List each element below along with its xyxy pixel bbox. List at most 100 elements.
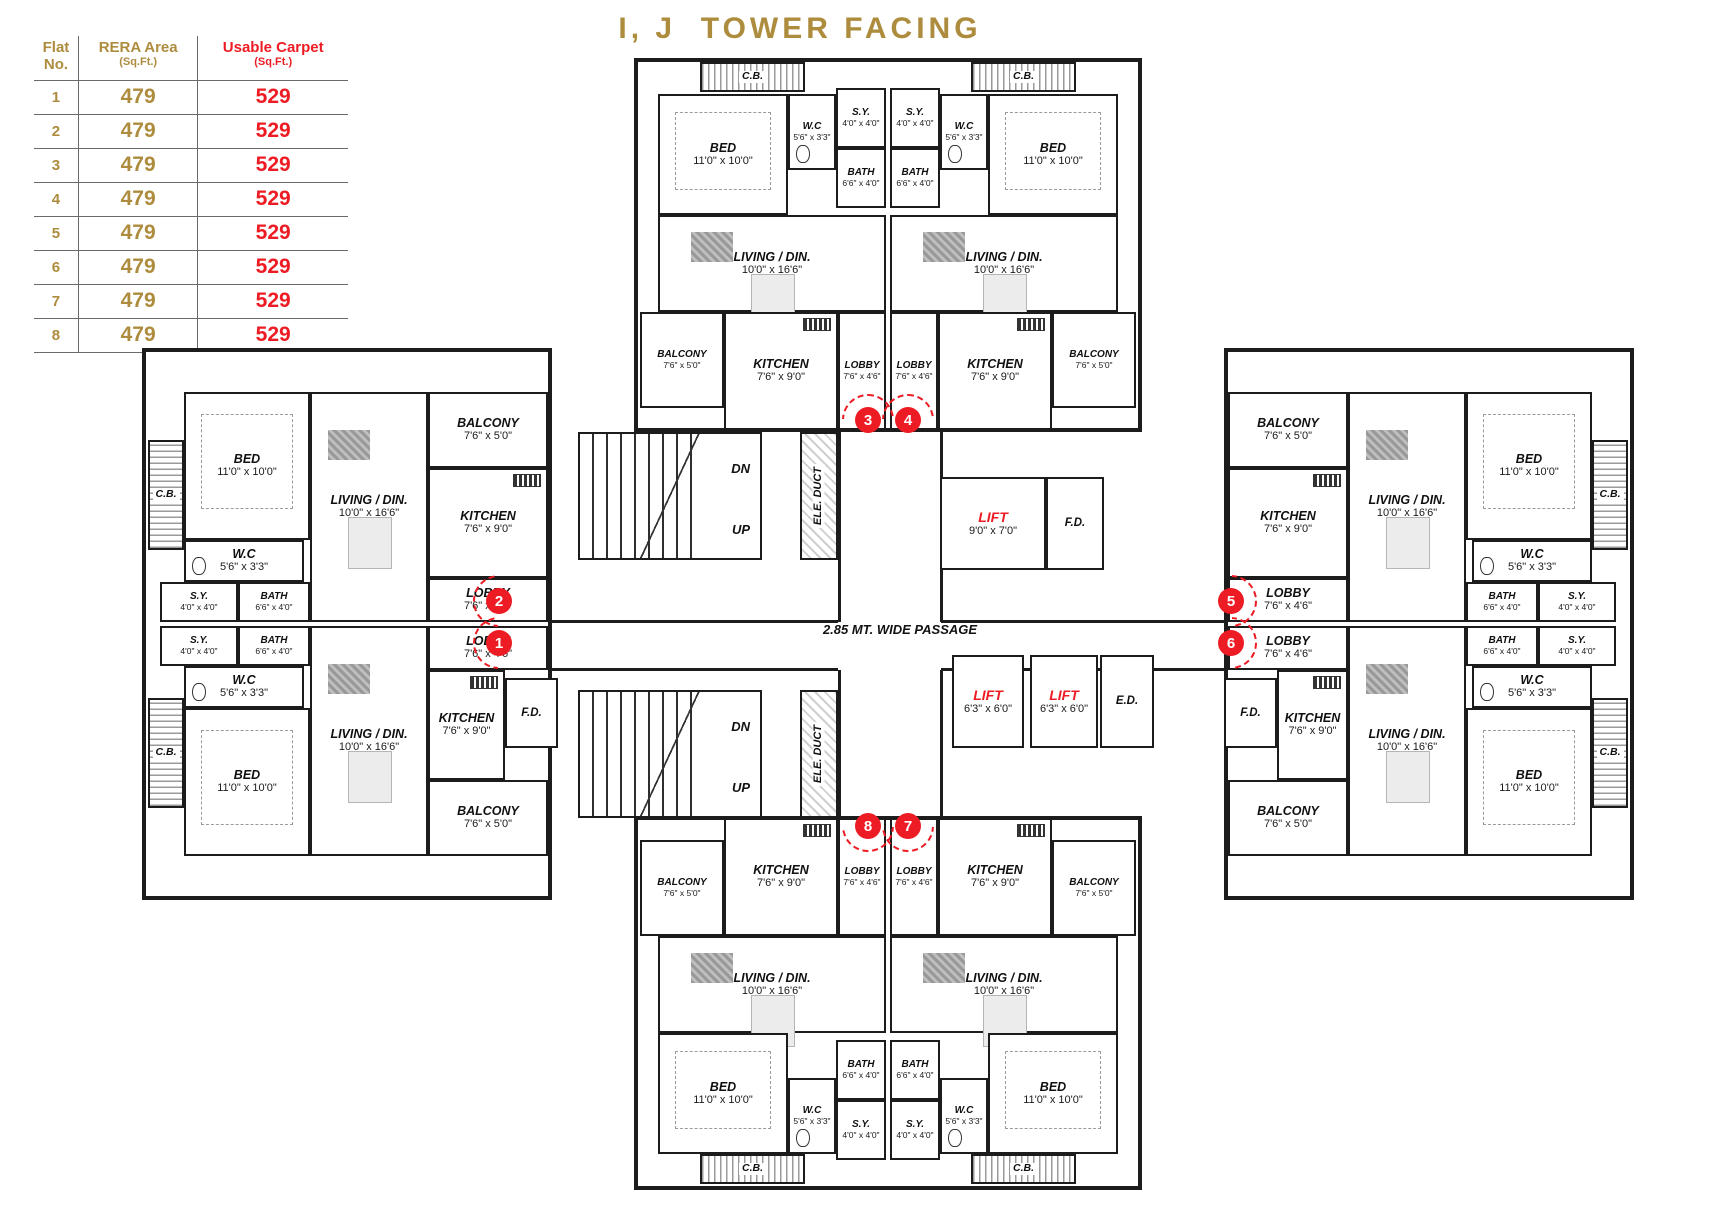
room-name: F.D.	[1240, 706, 1261, 719]
cell-rera: 479	[77, 182, 198, 217]
room-name: BALCONY	[1257, 416, 1319, 431]
bed-icon	[675, 112, 771, 190]
room-dimension: 4'0" x 4'0"	[896, 1130, 934, 1141]
bed-icon	[1005, 1051, 1101, 1129]
room-dimension: 7'6" x 5'0"	[663, 360, 701, 371]
cell-flat: 5	[34, 216, 79, 251]
room-name: LIVING / DIN.	[330, 493, 408, 508]
room-dimension: 5'6" x 3'3"	[793, 132, 831, 143]
cell-flat: 2	[34, 114, 79, 149]
toilet-icon	[1480, 557, 1494, 575]
room-name: LIVING / DIN.	[1368, 727, 1446, 742]
flat-marker-2: 2	[486, 588, 512, 614]
room-name: BED	[709, 140, 737, 155]
passage-wall	[552, 620, 838, 623]
room-name: BED	[1515, 452, 1543, 467]
passage-wall	[552, 668, 838, 671]
room-name: LIVING / DIN.	[330, 727, 408, 742]
room-name: E.D.	[1115, 695, 1139, 708]
stove-icon	[1313, 676, 1341, 689]
cell-rera: 479	[77, 284, 198, 319]
room-dimension: 6'6" x 4'0"	[1483, 646, 1521, 657]
cell-rera: 479	[77, 114, 198, 149]
room-name: BED	[1039, 140, 1067, 155]
room-name: BED	[233, 768, 261, 783]
room-name: C.B.	[152, 489, 180, 501]
room-name: KITCHEN	[967, 357, 1023, 372]
room-dimension: 11'0" x 10'0"	[1499, 466, 1559, 479]
room-name: BATH	[847, 1058, 875, 1070]
room-dimension: 7'6" x 9'0"	[756, 877, 806, 890]
room-dimension: 7'6" x 9'0"	[442, 725, 491, 738]
stove-icon	[803, 318, 831, 331]
room-dimension: 5'6" x 3'3"	[793, 1116, 831, 1127]
room-dimension: 7'6" x 9'0"	[756, 371, 806, 384]
toilet-icon	[1480, 683, 1494, 701]
room-living: LIVING / DIN.10'0" x 16'6"	[890, 936, 1118, 1047]
stove-icon	[1313, 474, 1341, 487]
header-rera-area: RERA Area (Sq.Ft.)	[77, 36, 198, 81]
room-name: W.C	[954, 120, 974, 132]
room-name: C.B.	[739, 71, 766, 83]
rug-icon	[327, 664, 370, 695]
room-dimension: 7'6" x 9'0"	[970, 877, 1020, 890]
room-dimension: 7'6" x 9'0"	[1263, 523, 1313, 536]
room-name: W.C	[1520, 547, 1544, 562]
room-dimension: 6'6" x 4'0"	[842, 178, 880, 189]
bed-icon	[1005, 112, 1101, 190]
room-name: C.B.	[152, 747, 180, 759]
cell-carpet: 529	[197, 80, 348, 115]
room-dimension: 11'0" x 10'0"	[217, 782, 277, 795]
cell-rera: 479	[77, 318, 198, 353]
room-name: F.D.	[1064, 517, 1086, 530]
cell-carpet: 529	[197, 216, 348, 251]
room-name: W.C	[1520, 673, 1544, 688]
flat-marker-5: 5	[1218, 588, 1244, 614]
rug-icon	[691, 231, 734, 262]
room-dimension: 10'0" x 16'6"	[1376, 507, 1438, 520]
room-dimension: 4'0" x 4'0"	[842, 118, 880, 129]
room-name: BATH	[901, 166, 929, 178]
rug-icon	[327, 430, 370, 461]
room-dimension: 4'0" x 4'0"	[1558, 646, 1596, 657]
room-cb: C.B.	[971, 1154, 1076, 1184]
room-dimension: 5'6" x 3'3"	[1507, 687, 1557, 700]
rug-icon	[1365, 430, 1408, 461]
room-name: S.Y.	[852, 1118, 870, 1130]
room-name: ELE. DUCT	[812, 463, 825, 529]
room-dimension: 7'6" x 9'0"	[463, 523, 513, 536]
room-dimension: 6'3" x 6'0"	[963, 702, 1013, 715]
room-living: LIVING / DIN.10'0" x 16'6"	[658, 215, 886, 326]
header-flat-no: Flat No.	[34, 36, 79, 81]
stair-up-label: UP	[727, 521, 754, 538]
room-dimension: 7'6" x 4'6"	[895, 877, 933, 888]
toilet-icon	[796, 1129, 810, 1147]
flat-marker-4: 4	[895, 407, 921, 433]
room-name: ELE. DUCT	[812, 721, 825, 787]
room-name: KITCHEN	[753, 863, 809, 878]
room-dimension: 11'0" x 10'0"	[1499, 782, 1559, 795]
room-name: KITCHEN	[438, 711, 495, 726]
room-name: BATH	[1488, 634, 1516, 646]
toilet-icon	[192, 557, 206, 575]
room-living: LIVING / DIN.10'0" x 16'6"	[310, 626, 428, 856]
room-dimension: 11'0" x 10'0"	[1023, 154, 1083, 167]
room-name: LOBBY	[896, 359, 932, 371]
room-cb: C.B.	[1592, 440, 1628, 550]
